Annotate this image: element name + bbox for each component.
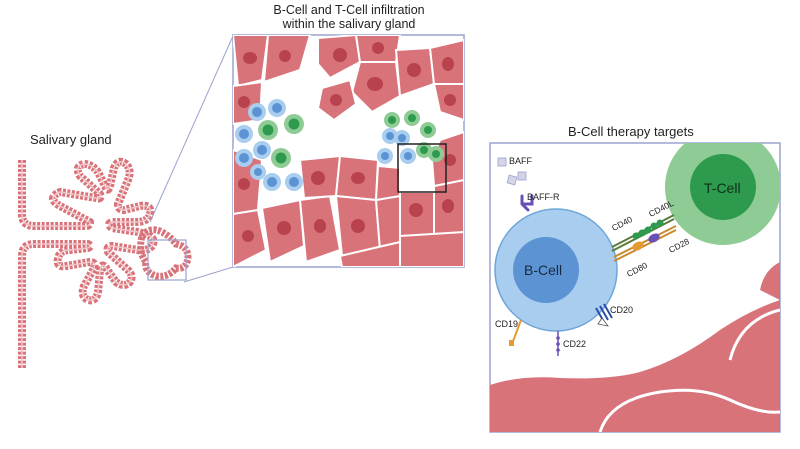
infiltration-title-line1: B-Cell and T-Cell infiltration	[273, 3, 425, 17]
t-cell-cluster-left	[258, 114, 304, 168]
b-cell-large	[494, 208, 618, 332]
cd20-receptor	[595, 303, 613, 327]
gland-zoom-box	[147, 239, 187, 281]
t-cell-cluster-right	[384, 110, 444, 162]
b-cell-label: B-Cell	[524, 262, 563, 278]
zoom-line-top	[149, 35, 234, 223]
zoom-line-bottom	[183, 266, 234, 283]
b-cell-cluster-right	[377, 128, 416, 164]
baff-molecules	[497, 157, 527, 186]
baff-label: BAFF	[509, 156, 533, 166]
salivary-gland-diagram	[18, 157, 192, 368]
infiltration-title-line2: within the salivary gland	[282, 17, 416, 31]
cd20-label: CD20	[610, 305, 634, 315]
infiltration-title: B-Cell and T-Cell infiltration within th…	[233, 3, 465, 31]
baff-r-label: BAFF-R	[527, 192, 560, 202]
baff-r-receptor	[520, 194, 534, 212]
gland-lobule	[137, 226, 192, 280]
therapy-title: B-Cell therapy targets	[568, 124, 694, 139]
cd22-receptor	[556, 331, 560, 356]
salivary-gland-title: Salivary gland	[30, 132, 112, 147]
t-cell-large	[665, 143, 780, 245]
infiltration-panel	[232, 34, 465, 268]
cd40-cd40l-link	[611, 214, 675, 252]
t-cell-label: T-Cell	[704, 180, 741, 196]
infiltration-zoom-box	[397, 143, 447, 193]
cd22-label: CD22	[563, 339, 587, 349]
therapy-panel	[489, 142, 781, 433]
cd19-label: CD19	[495, 319, 519, 329]
gland-duct-outline	[18, 157, 158, 368]
cd19-receptor	[509, 319, 522, 346]
b-cell-cluster-left	[235, 99, 303, 191]
cd80-cd28-link	[613, 225, 677, 262]
